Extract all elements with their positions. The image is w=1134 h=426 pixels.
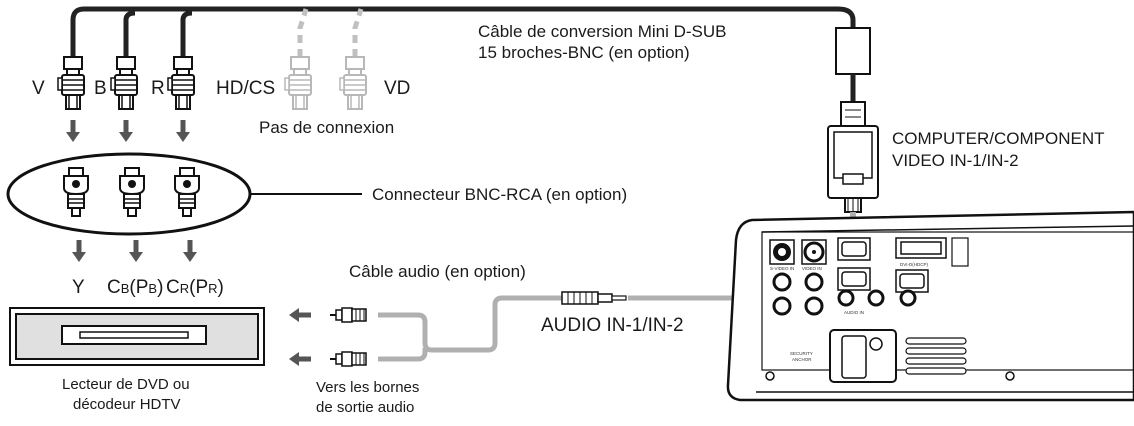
bnc-rca-adapter-y	[63, 167, 89, 217]
label-hdcs: HD/CS	[216, 78, 275, 99]
arrow-down-cr	[183, 240, 197, 262]
label-conversion-cable-1: Câble de conversion Mini D-SUB	[478, 22, 727, 41]
bnc-rca-adapter-cb	[119, 167, 145, 217]
label-audio-cable: Câble audio (en option)	[349, 262, 526, 281]
label-pb-sub: B	[148, 281, 157, 296]
projector-rear-panel: S-VIDEO IN VIDEO IN DVI-D(HDCP) AUDIO IN…	[726, 210, 1134, 402]
label-audio-in: AUDIO IN-1/IN-2	[541, 315, 684, 336]
label-computer-component-2: VIDEO IN-1/IN-2	[892, 151, 1019, 170]
bnc-connector-r	[167, 56, 195, 110]
label-cb-sub: B	[121, 281, 130, 296]
label-cr-paren: (P	[189, 277, 208, 298]
label-pr-sub: R	[208, 281, 217, 296]
label-vd: VD	[384, 78, 410, 99]
panel-label-svideo: S-VIDEO IN	[770, 266, 794, 271]
label-bnc-rca-connector: Connecteur BNC-RCA (en option)	[372, 185, 627, 204]
panel-label-dvi: DVI-D(HDCP)	[900, 262, 928, 267]
vga-connector	[827, 125, 879, 213]
bnc-connector-v	[57, 56, 85, 110]
label-cb-pb: CB(PB)	[107, 277, 163, 298]
label-cr-c: C	[166, 277, 180, 298]
label-conversion-cable-2: 15 broches-BNC (en option)	[478, 43, 690, 62]
label-dvd-1: Lecteur de DVD ou	[62, 376, 190, 393]
audio-rca-plug-left	[329, 307, 367, 323]
arrow-down-b	[119, 120, 133, 142]
label-cr-close: )	[218, 277, 224, 298]
panel-label-video: VIDEO IN	[802, 266, 822, 271]
label-computer-component-1: COMPUTER/COMPONENT	[892, 129, 1105, 148]
stereo-mini-plug	[561, 291, 627, 305]
arrow-down-cb	[129, 240, 143, 262]
label-r: R	[151, 78, 165, 99]
audio-rca-plug-right	[329, 351, 367, 367]
label-audio-out-2: de sortie audio	[316, 399, 414, 416]
panel-label-security-1: SECURITY	[790, 351, 813, 356]
label-cb-c: C	[107, 277, 121, 298]
mini-dsub-converter	[835, 27, 871, 127]
label-y: Y	[72, 277, 85, 298]
arrow-down-y	[72, 240, 86, 262]
label-cr-sub: R	[180, 281, 189, 296]
label-audio-out-1: Vers les bornes	[316, 379, 419, 396]
bnc-connector-vd	[339, 56, 367, 110]
dvd-player-device	[9, 307, 265, 366]
label-cr-pr: CR(PR)	[166, 277, 224, 298]
bnc-connector-b	[110, 56, 138, 110]
label-cb-close: )	[157, 277, 163, 298]
arrow-left-audio-1	[289, 308, 311, 322]
label-v: V	[32, 78, 45, 99]
label-no-connection: Pas de connexion	[259, 118, 394, 137]
panel-label-security-2: ANCHOR	[792, 357, 812, 362]
arrow-down-r	[176, 120, 190, 142]
bnc-connector-hdcs	[284, 56, 312, 110]
label-dvd-2: décodeur HDTV	[73, 396, 181, 413]
label-cb-paren: (P	[129, 277, 148, 298]
bnc-cable-harness	[70, 6, 856, 57]
panel-label-audio-in: AUDIO IN	[844, 310, 864, 315]
bnc-rca-adapter-cr	[174, 167, 200, 217]
arrow-down-v	[66, 120, 80, 142]
label-b: B	[94, 78, 107, 99]
arrow-left-audio-2	[289, 352, 311, 366]
